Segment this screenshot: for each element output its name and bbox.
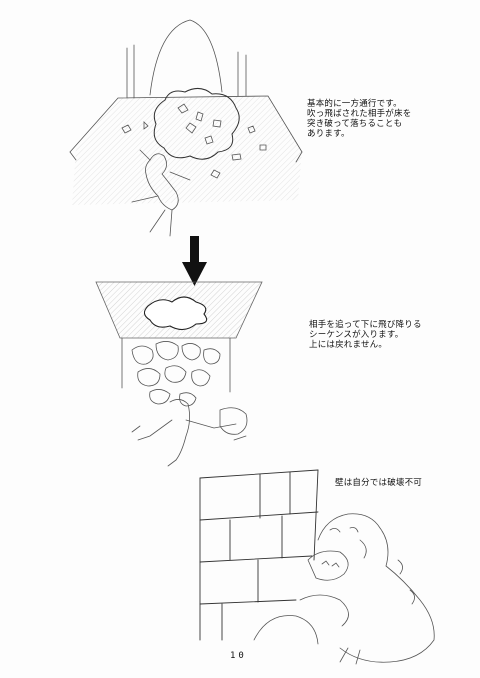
note-panel2-drop-sequence: 相手を追って下に飛び降りる シーケンスが入ります。 上には戻れません。 xyxy=(309,320,422,350)
sketch-lower-room-drop xyxy=(95,281,263,467)
page-number: 10 xyxy=(230,651,247,661)
note-panel1-one-way: 基本的に一方通行です。 吹っ飛ばされた相手が床を 突き破って落ちることも ありま… xyxy=(307,99,412,139)
note-panel3-wall-indestructible: 壁は自分では破壊不可 xyxy=(335,478,423,488)
sketch-brick-wall-beast xyxy=(199,469,435,665)
arrow-down-icon xyxy=(182,236,207,286)
sketch-corridor-floor-break xyxy=(69,19,303,237)
